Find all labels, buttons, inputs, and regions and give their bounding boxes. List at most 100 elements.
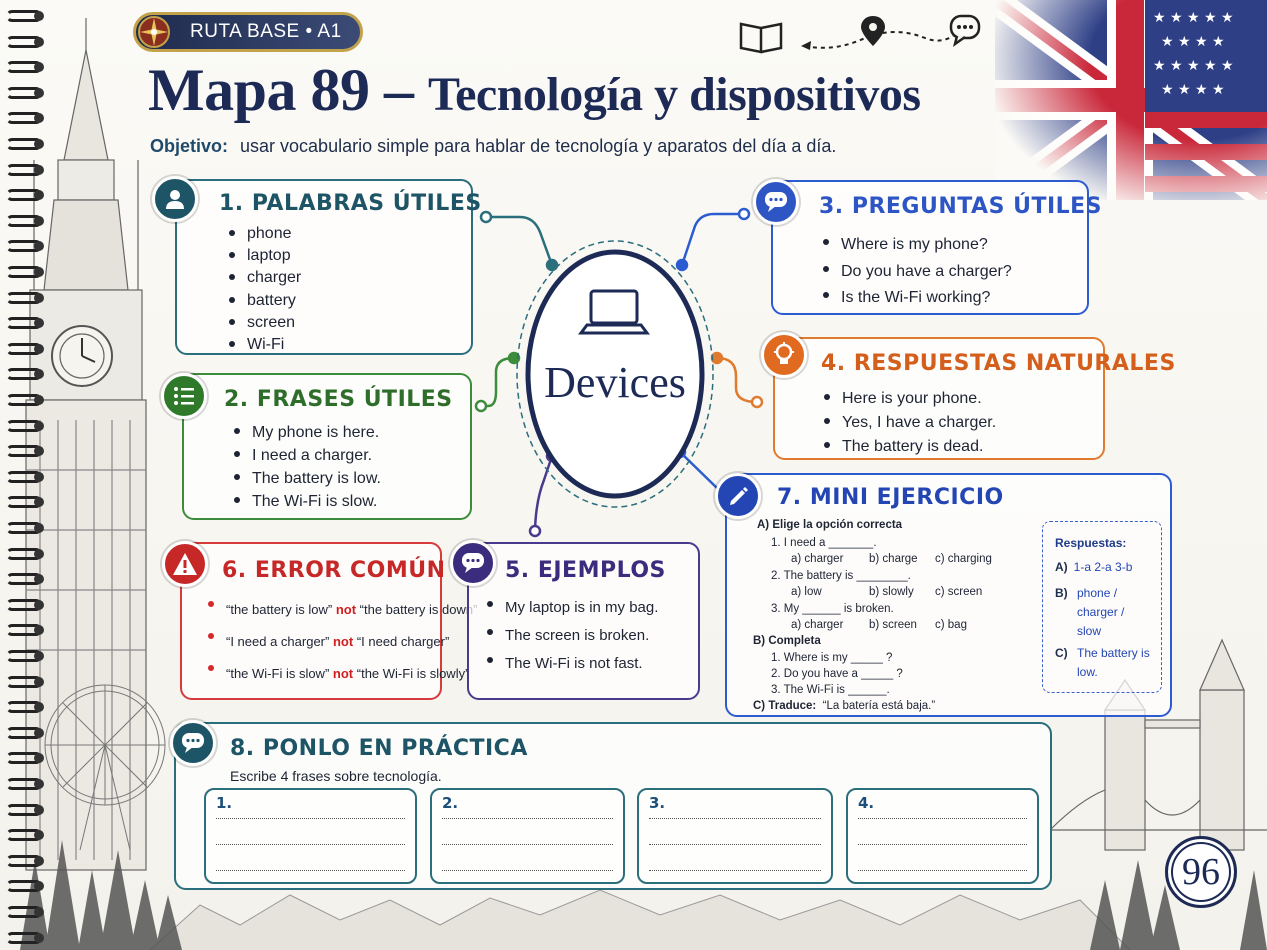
- spiral-ring: [6, 624, 46, 638]
- list-item: Where is my phone?: [819, 232, 1012, 259]
- spiral-ring: [6, 342, 46, 357]
- spiral-ring: [6, 931, 46, 946]
- compass-icon: [138, 16, 170, 48]
- pencil-icon: [715, 473, 761, 519]
- laptop-icon: [578, 289, 650, 335]
- spiral-ring: [6, 419, 46, 434]
- writing-box-3[interactable]: 3.: [637, 788, 833, 884]
- spiral-ring: [6, 726, 46, 741]
- spiral-ring: [6, 752, 46, 766]
- answer-b: B) phone /charger /slow: [1055, 586, 1125, 638]
- book-icon: [739, 22, 783, 54]
- level-badge: RUTA BASE • A1: [133, 12, 363, 52]
- list-item: “the battery is low” not “the battery is…: [204, 594, 477, 626]
- spiral-ring: [6, 266, 46, 280]
- question-2-option: c) screen: [935, 586, 983, 598]
- list-item: Is the Wi-Fi working?: [819, 285, 1012, 312]
- section-a-heading: A) Elige la opción correcta: [757, 519, 903, 531]
- useful-words-card: 1. PALABRAS ÚTILES phone laptop charger …: [175, 179, 481, 356]
- list-item: charger: [225, 267, 301, 289]
- spiral-ring: [6, 368, 46, 382]
- writing-line: [649, 844, 821, 845]
- complete-3: 3. The Wi-Fi is ______.: [771, 684, 890, 696]
- mountains-illustration: [149, 889, 1131, 950]
- writing-line: [858, 870, 1027, 871]
- user-icon: [152, 176, 198, 222]
- writing-line: [216, 818, 405, 819]
- writing-line: [442, 818, 613, 819]
- list-item: screen: [225, 312, 301, 334]
- uk-us-flag-illustration: ★ ★ ★ ★ ★★ ★ ★ ★ ★ ★ ★ ★ ★★ ★ ★ ★: [995, 0, 1267, 200]
- mini-exercise-card: 7. MINI EJERCICIO A) Elige la opción cor…: [725, 473, 1172, 717]
- not-label: not: [332, 666, 354, 681]
- objective-text: usar vocabulario simple para hablar de t…: [240, 136, 837, 156]
- practice-instruction: Escribe 4 frases sobre tecnología.: [230, 768, 442, 784]
- lightbulb-icon: [761, 332, 807, 378]
- spiral-ring: [6, 470, 46, 485]
- wrong-form: “I need charger”: [356, 634, 450, 649]
- writing-line: [442, 870, 613, 871]
- spiral-ring: [6, 573, 46, 587]
- box-number: 4.: [858, 794, 875, 812]
- spiral-ring: [6, 317, 46, 331]
- answer-key-title: Respuestas:: [1055, 536, 1127, 550]
- card-title: 1. PALABRAS ÚTILES: [219, 191, 482, 216]
- question-2-option: a) low: [791, 586, 822, 598]
- writing-box-1[interactable]: 1.: [204, 788, 417, 884]
- writing-line: [216, 844, 405, 845]
- badge-label: RUTA BASE • A1: [190, 21, 342, 42]
- card-title: 4. RESPUESTAS NATURALES: [821, 351, 1176, 376]
- writing-box-4[interactable]: 4.: [846, 788, 1039, 884]
- spiral-ring: [6, 445, 46, 459]
- list-item: The screen is broken.: [483, 622, 658, 650]
- box-number: 3.: [649, 794, 666, 812]
- list-item: My laptop is in my bag.: [483, 594, 658, 622]
- ferris-wheel-illustration: [44, 684, 166, 851]
- complete-1: 1. Where is my _____ ?: [771, 652, 893, 664]
- spiral-ring: [6, 547, 46, 562]
- section-b-heading: B) Completa: [753, 635, 821, 647]
- list-item: The battery is low.: [230, 467, 381, 490]
- examples-card: 5. EJEMPLOS My laptop is in my bag. The …: [467, 542, 700, 700]
- map-number: Mapa 89: [148, 57, 370, 123]
- list-item: Here is your phone.: [820, 387, 996, 411]
- natural-answers-card: 4. RESPUESTAS NATURALES Here is your pho…: [773, 337, 1175, 460]
- spiral-ring: [6, 880, 46, 894]
- not-label: not: [335, 602, 357, 617]
- writing-line: [858, 844, 1027, 845]
- spiral-ring: [6, 496, 46, 510]
- answer-key-box: Respuestas: A)1-a 2-a 3-b B) phone /char…: [1042, 521, 1162, 693]
- common-error-card: 6. ERROR COMÚN “the battery is low” not …: [180, 542, 477, 700]
- spiral-ring: [6, 829, 46, 843]
- card-title: 8. PONLO EN PRÁCTICA: [230, 736, 528, 761]
- box-number: 1.: [216, 794, 233, 812]
- spiral-ring: [6, 650, 46, 664]
- phrase-list: My phone is here. I need a charger. The …: [230, 421, 381, 513]
- spiral-ring: [6, 906, 46, 920]
- useful-phrases-card: 2. FRASES ÚTILES My phone is here. I nee…: [182, 373, 472, 520]
- writing-box-2[interactable]: 2.: [430, 788, 625, 884]
- list-item: “I need a charger” not “I need charger”: [204, 626, 477, 658]
- question-1: 1. I need a _______.: [771, 537, 877, 549]
- question-1-option: b) charge: [869, 553, 918, 565]
- answer-a: A)1-a 2-a 3-b: [1055, 560, 1133, 574]
- list-item: My phone is here.: [230, 421, 381, 444]
- writing-line: [649, 870, 821, 871]
- writing-line: [442, 844, 613, 845]
- question-1-option: c) charging: [935, 553, 992, 565]
- section-c: C) Traduce: “La batería está baja.”: [753, 700, 936, 712]
- spiral-ring: [6, 112, 46, 126]
- writing-line: [216, 870, 405, 871]
- list-item: Do you have a charger?: [819, 259, 1012, 286]
- title-dash: –: [369, 57, 428, 123]
- speech-bubble-icon: [949, 14, 981, 47]
- card-title: 7. MINI EJERCICIO: [777, 485, 1004, 510]
- list-item: The Wi-Fi is not fast.: [483, 650, 658, 678]
- writing-line: [858, 818, 1027, 819]
- word-list: phone laptop charger battery screen Wi-F…: [225, 223, 301, 356]
- objective-line: Objetivo:usar vocabulario simple para ha…: [150, 136, 836, 157]
- practice-card: 8. PONLO EN PRÁCTICA Escribe 4 frases so…: [174, 722, 1052, 890]
- correct-form: “I need a charger”: [226, 634, 330, 649]
- spiral-ring: [6, 394, 46, 408]
- list-item: laptop: [225, 245, 301, 267]
